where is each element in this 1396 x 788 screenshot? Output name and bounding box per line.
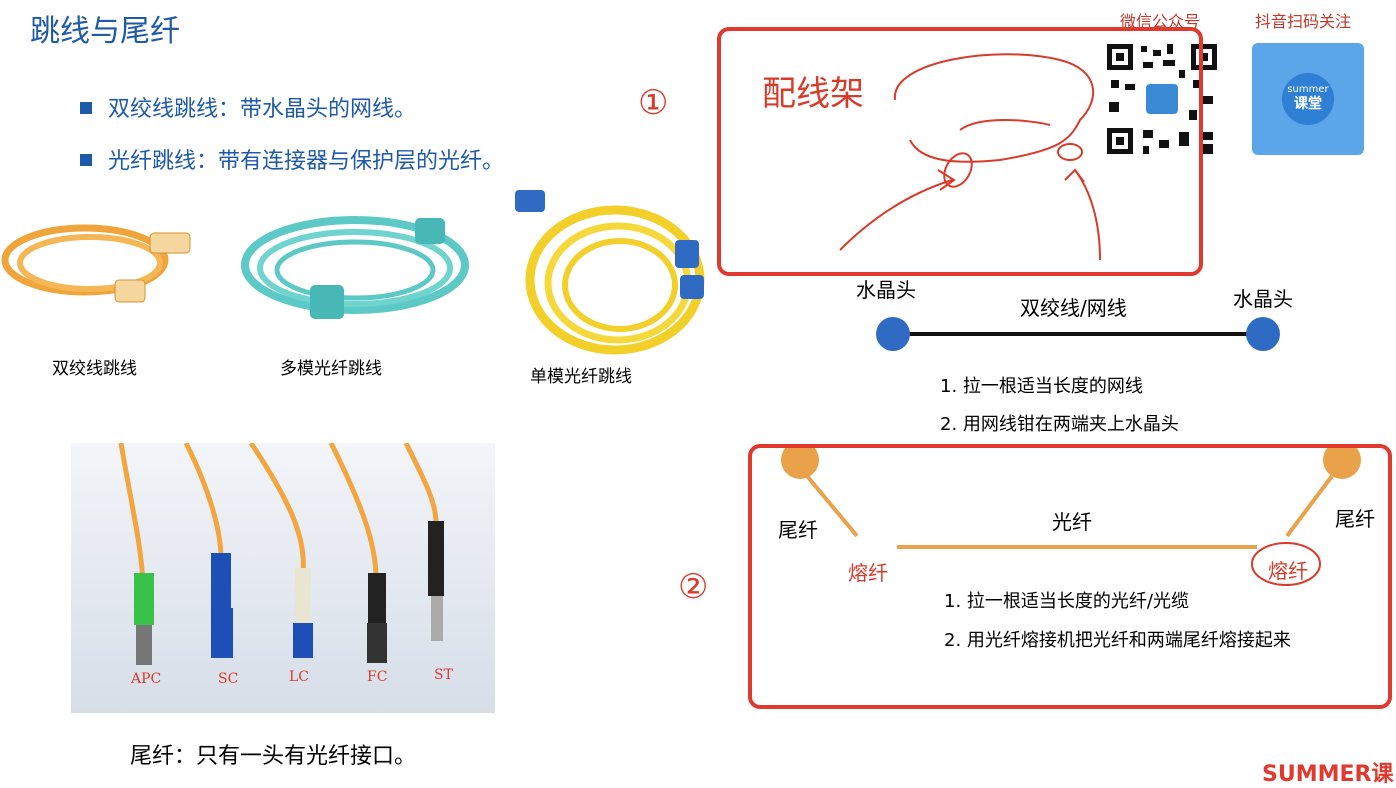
bullet-square-icon (80, 154, 92, 166)
ethernet-step: 2. 用网线钳在两端夹上水晶头 (940, 414, 1179, 435)
multimode-fiber-image (241, 216, 469, 319)
ethernet-cable-line (893, 332, 1263, 336)
ethernet-right-label: 水晶头 (1233, 287, 1293, 311)
step-circle-1: ① (638, 83, 669, 123)
rj45-left-dot (876, 317, 910, 351)
bullet-text: 光纤跳线：带有连接器与保护层的光纤。 (108, 149, 505, 174)
splice-right-label: 熔纤 (1268, 559, 1308, 583)
wechat-qr-label: 微信公众号 (1120, 12, 1201, 31)
bullet-list: 双绞线跳线：带水晶头的网线。 光纤跳线：带有连接器与保护层的光纤。 (80, 84, 504, 188)
fiber-center-label: 光纤 (1052, 510, 1092, 534)
bullet-item: 双绞线跳线：带水晶头的网线。 (80, 84, 504, 136)
fiber-splice-diagram (781, 448, 1361, 586)
bullet-item: 光纤跳线：带有连接器与保护层的光纤。 (80, 136, 504, 188)
splice-left-label: 熔纤 (848, 561, 888, 585)
fiber-left-label: 尾纤 (778, 518, 818, 542)
patch-panel-box (717, 27, 1203, 276)
ethernet-step: 1. 拉一根适当长度的网线 (940, 376, 1143, 397)
pigtail-label: FC (367, 669, 388, 685)
cable-caption: 多模光纤跳线 (280, 359, 382, 379)
twisted-pair-cable-image (1, 224, 191, 303)
fiber-splice-box (748, 444, 1392, 709)
douyin-qr-code-icon[interactable]: summer 课堂 (1252, 43, 1364, 155)
bullet-text: 双绞线跳线：带水晶头的网线。 (108, 97, 417, 122)
douyin-qr-label: 抖音扫码关注 (1255, 12, 1352, 31)
fiber-step: 1. 拉一根适当长度的光纤/光缆 (944, 591, 1189, 612)
singlemode-fiber-image (515, 190, 705, 355)
pigtail-label: LC (289, 669, 310, 685)
fiber-right-label: 尾纤 (1335, 507, 1375, 531)
summer-logo-sub: 课堂 (1294, 96, 1322, 112)
pigtail-label: SC (218, 671, 239, 687)
pigtail-label: APC (131, 671, 162, 687)
page-title: 跳线与尾纤 (30, 14, 180, 49)
patch-panel-sketch (839, 53, 1101, 261)
patch-panel-label: 配线架 (762, 74, 864, 114)
pigtail-caption: 尾纤：只有一头有光纤接口。 (130, 744, 417, 769)
fiber-step: 2. 用光纤熔接机把光纤和两端尾纤熔接起来 (944, 630, 1291, 651)
footer-brand: SUMMER课 (1262, 762, 1394, 787)
ethernet-left-label: 水晶头 (856, 278, 916, 302)
bullet-square-icon (80, 102, 92, 114)
step-circle-2: ② (678, 567, 709, 607)
cable-caption: 双绞线跳线 (52, 359, 137, 379)
ethernet-center-label: 双绞线/网线 (1020, 296, 1127, 320)
rj45-right-dot (1246, 317, 1280, 351)
pigtail-label: ST (434, 667, 453, 683)
cable-caption: 单模光纤跳线 (530, 367, 632, 387)
summer-logo-text: summer (1287, 84, 1329, 95)
pigtail-photo: APC SC LC FC ST (71, 443, 495, 713)
